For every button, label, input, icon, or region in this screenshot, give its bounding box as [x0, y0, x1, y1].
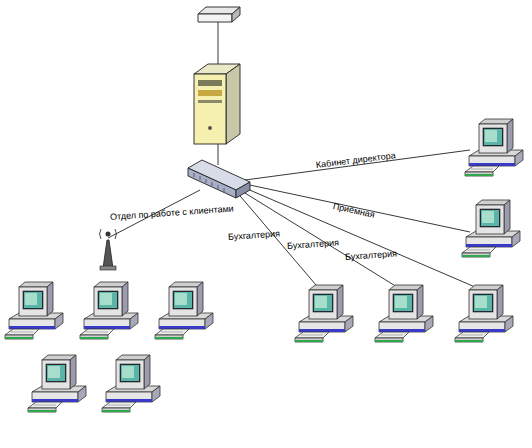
- connection-label: Бухгалтерия: [345, 248, 398, 262]
- client-computer: [5, 282, 63, 339]
- client-computer: [155, 282, 213, 339]
- connection-label: Бухгалтерия: [228, 228, 281, 242]
- director-computer: [465, 119, 523, 176]
- connection-label: Кабинет директора: [315, 150, 396, 170]
- network-switch: [188, 160, 250, 198]
- client-computer: [80, 282, 138, 339]
- connection-label: Бухгалтерия: [287, 237, 340, 251]
- wireless-antenna: [100, 229, 117, 270]
- modem-icon: [198, 7, 240, 22]
- network-wires: [108, 22, 482, 292]
- connection-label: Отдел по работе с клиентами: [110, 203, 234, 222]
- accounting-computer: [455, 285, 513, 342]
- accounting-computer: [375, 285, 433, 342]
- accounting-computer: [295, 285, 353, 342]
- client-computer: [102, 355, 160, 412]
- server-tower: [194, 64, 240, 144]
- client-computer: [28, 355, 86, 412]
- reception-computer: [462, 200, 520, 257]
- connection-label: Приёмная: [332, 201, 376, 220]
